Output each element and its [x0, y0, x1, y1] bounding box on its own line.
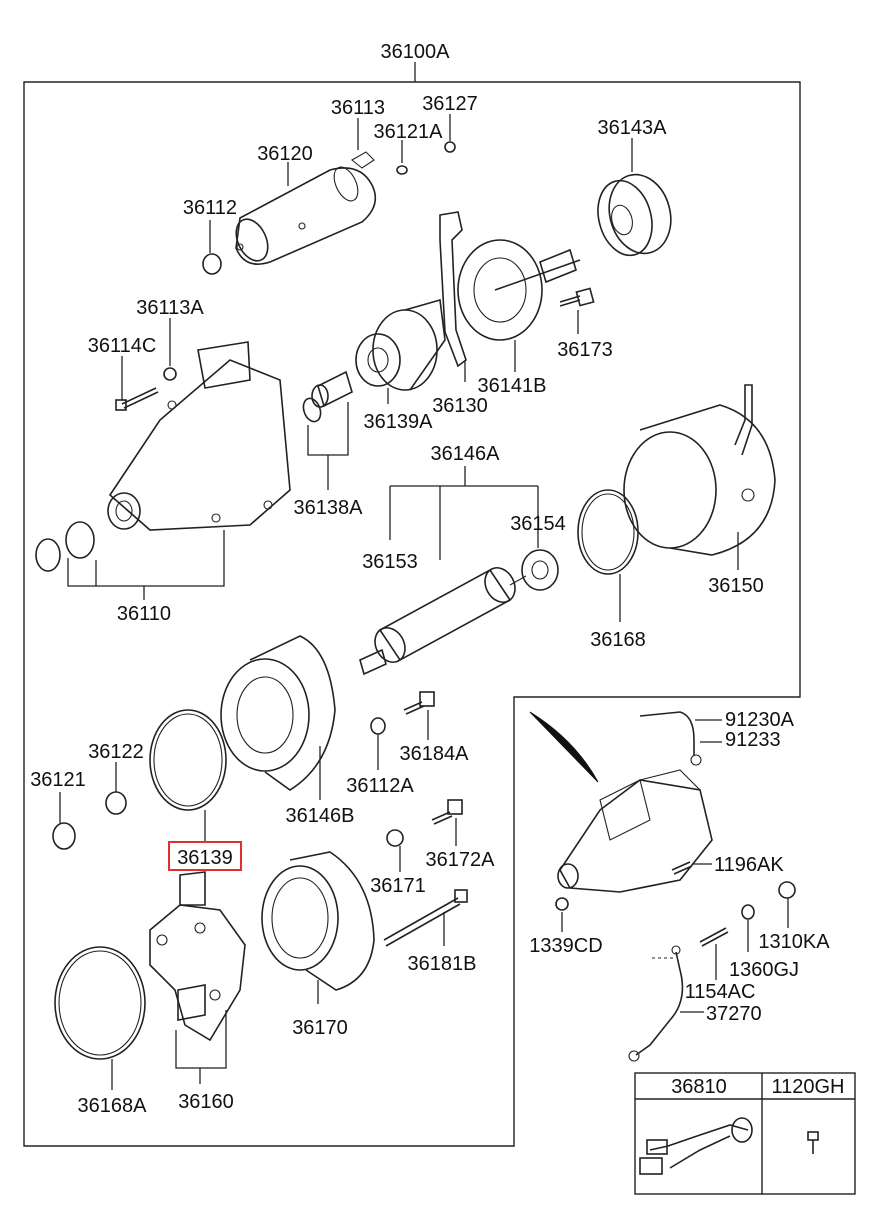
label-36114C[interactable]: 36114C [88, 335, 157, 357]
label-91230A[interactable]: 91230A [725, 709, 795, 731]
label-36138A[interactable]: 36138A [294, 497, 364, 519]
label-36168A[interactable]: 36168A [78, 1095, 148, 1117]
assembly-frame [23, 81, 801, 1147]
label-36143A[interactable]: 36143A [598, 117, 668, 139]
stud-1154AC[interactable] [699, 927, 729, 947]
solenoid-36120[interactable] [230, 151, 377, 266]
gear-housing-36141B[interactable] [457, 239, 581, 341]
assembly-number: 36100A [381, 41, 451, 63]
nut-36113A[interactable] [163, 367, 177, 381]
label-1196AK[interactable]: 1196AK [714, 854, 784, 876]
label-36112[interactable]: 36112 [183, 197, 237, 219]
nut-1339CD[interactable] [555, 897, 569, 911]
through-bolt-36181B[interactable] [383, 889, 468, 947]
nut-1310KA[interactable] [778, 881, 796, 899]
bolt-1120GH[interactable] [807, 1131, 819, 1154]
o-ring-36168A[interactable] [54, 946, 146, 1060]
label-36113[interactable]: 36113 [331, 97, 385, 119]
label-36110[interactable]: 36110 [117, 603, 171, 625]
washer-36121[interactable] [52, 822, 76, 850]
label-36121A[interactable]: 36121A [374, 121, 444, 143]
washer-36122[interactable] [105, 791, 127, 815]
label-36130[interactable]: 36130 [432, 395, 488, 417]
label-36154[interactable]: 36154 [510, 513, 566, 535]
highlight-box-36139[interactable] [168, 841, 242, 871]
nut-36121A[interactable] [396, 165, 408, 175]
label-37270[interactable]: 37270 [706, 1003, 762, 1025]
washer-36112[interactable] [202, 253, 222, 275]
brush-holder-36160[interactable] [149, 871, 246, 1042]
bolt-1196AK[interactable] [671, 861, 693, 875]
o-ring-36168[interactable] [577, 489, 639, 575]
cable-37270[interactable] [628, 945, 684, 1062]
label-36122[interactable]: 36122 [88, 741, 144, 763]
bolt-36114C[interactable] [115, 387, 159, 411]
nut-36171[interactable] [386, 829, 404, 847]
label-36168[interactable]: 36168 [590, 629, 646, 651]
label-1310KA[interactable]: 1310KA [758, 931, 830, 953]
label-36150[interactable]: 36150 [708, 575, 764, 597]
label-36127[interactable]: 36127 [422, 93, 478, 115]
washer-36112A[interactable] [370, 717, 386, 735]
bolt-36184A[interactable] [403, 691, 435, 715]
label-36139[interactable]: 36139 [177, 847, 233, 869]
stop-collar-36138A[interactable] [300, 370, 353, 424]
label-36113A[interactable]: 36113A [136, 297, 204, 319]
wire-91230A[interactable] [639, 711, 702, 766]
label-36146A[interactable]: 36146A [431, 443, 501, 465]
label-1360GJ[interactable]: 1360GJ [729, 959, 799, 981]
label-36171[interactable]: 36171 [370, 875, 426, 897]
bolt-36173[interactable] [559, 287, 595, 307]
rear-cover-36146B[interactable] [220, 635, 336, 791]
label-36160[interactable]: 36160 [178, 1091, 234, 1113]
label-1339CD[interactable]: 1339CD [529, 935, 602, 957]
front-housing-36110[interactable] [107, 341, 291, 531]
clutch-36139A[interactable] [355, 298, 446, 391]
label-36184A[interactable]: 36184A [400, 743, 470, 765]
label-36121[interactable]: 36121 [30, 769, 86, 791]
label-36172A[interactable]: 36172A [426, 849, 496, 871]
starter-assembly-view[interactable] [557, 769, 713, 893]
washer-1360GJ[interactable] [741, 904, 755, 920]
label-1154AC[interactable]: 1154AC [685, 981, 756, 1003]
parts-table [634, 1072, 856, 1195]
end-cover-36170[interactable] [261, 851, 375, 991]
label-36139A[interactable]: 36139A [364, 411, 434, 433]
label-36153[interactable]: 36153 [362, 551, 418, 573]
harness-36810[interactable] [639, 1117, 753, 1175]
bushing-set-36110[interactable] [35, 521, 95, 572]
label-36112A[interactable]: 36112A [346, 775, 414, 797]
yoke-36150[interactable] [623, 384, 776, 556]
bearing-36143A[interactable] [590, 168, 679, 262]
direction-arrow [529, 711, 599, 783]
armature-36153[interactable] [359, 563, 527, 676]
label-36120[interactable]: 36120 [257, 143, 313, 165]
label-91233[interactable]: 91233 [725, 729, 781, 751]
o-ring-36139[interactable] [149, 709, 227, 811]
label-36146B[interactable]: 36146B [286, 805, 355, 827]
label-36181B[interactable]: 36181B [408, 953, 477, 975]
lever-36130[interactable] [439, 211, 467, 368]
bearing-36154[interactable] [521, 549, 559, 591]
table-header-36810[interactable]: 36810 [671, 1076, 727, 1098]
nut-36127[interactable] [444, 141, 456, 153]
label-36141B[interactable]: 36141B [478, 375, 547, 397]
label-36173[interactable]: 36173 [557, 339, 613, 361]
table-header-1120GH[interactable]: 1120GH [771, 1076, 844, 1098]
bolt-36172A[interactable] [431, 799, 463, 825]
label-36170[interactable]: 36170 [292, 1017, 348, 1039]
